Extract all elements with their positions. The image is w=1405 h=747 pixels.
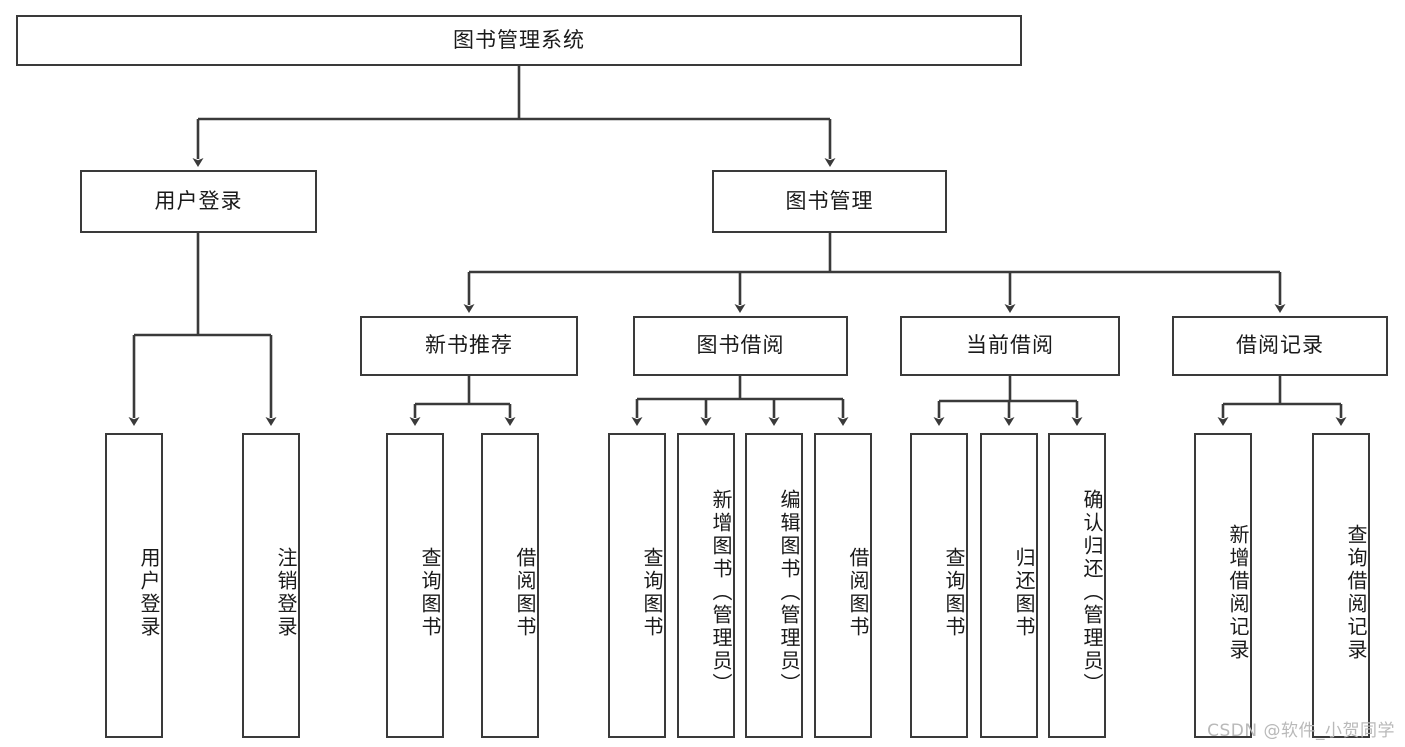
leaf-add-record[interactable]: 新增借阅记录 xyxy=(1194,433,1252,738)
leaf-query-record-label: 查询借阅记录 xyxy=(1344,523,1368,662)
node-user-login[interactable]: 用户登录 xyxy=(80,170,317,233)
leaf-query-book-3[interactable]: 查询图书 xyxy=(910,433,968,738)
node-current-borrow[interactable]: 当前借阅 xyxy=(900,316,1120,376)
leaf-confirm-return-label: 确认归还（管理员） xyxy=(1080,489,1104,696)
leaf-edit-book[interactable]: 编辑图书（管理员） xyxy=(745,433,803,738)
leaf-query-book-2-label: 查询图书 xyxy=(640,546,664,639)
node-book-manage-label: 图书管理 xyxy=(785,188,874,213)
leaf-add-book-label: 新增图书（管理员） xyxy=(709,489,733,696)
leaf-query-book-1-label: 查询图书 xyxy=(418,546,442,639)
node-user-login-label: 用户登录 xyxy=(154,188,243,213)
node-book-borrow-label: 图书借阅 xyxy=(696,333,785,358)
node-new-book-recommend-label: 新书推荐 xyxy=(425,333,513,358)
leaf-borrow-book-1-label: 借阅图书 xyxy=(513,546,537,639)
leaf-borrow-book-2[interactable]: 借阅图书 xyxy=(814,433,872,738)
leaf-edit-book-label: 编辑图书（管理员） xyxy=(777,489,801,696)
leaf-borrow-book-1[interactable]: 借阅图书 xyxy=(481,433,539,738)
leaf-return-book[interactable]: 归还图书 xyxy=(980,433,1038,738)
leaf-user-login-label: 用户登录 xyxy=(137,546,161,639)
leaf-query-book-2[interactable]: 查询图书 xyxy=(608,433,666,738)
node-borrow-record-label: 借阅记录 xyxy=(1236,333,1324,358)
node-current-borrow-label: 当前借阅 xyxy=(966,333,1054,358)
leaf-add-record-label: 新增借阅记录 xyxy=(1226,523,1250,662)
node-book-borrow[interactable]: 图书借阅 xyxy=(633,316,848,376)
leaf-add-book[interactable]: 新增图书（管理员） xyxy=(677,433,735,738)
node-new-book-recommend[interactable]: 新书推荐 xyxy=(360,316,578,376)
csdn-watermark: CSDN @软件_小贺同学 xyxy=(1207,721,1395,741)
node-root[interactable]: 图书管理系统 xyxy=(16,15,1022,66)
node-book-manage[interactable]: 图书管理 xyxy=(712,170,947,233)
leaf-query-book-3-label: 查询图书 xyxy=(942,546,966,639)
node-root-label: 图书管理系统 xyxy=(453,27,585,52)
leaf-query-record[interactable]: 查询借阅记录 xyxy=(1312,433,1370,738)
leaf-confirm-return[interactable]: 确认归还（管理员） xyxy=(1048,433,1106,738)
node-borrow-record[interactable]: 借阅记录 xyxy=(1172,316,1388,376)
leaf-logout[interactable]: 注销登录 xyxy=(242,433,300,738)
leaf-query-book-1[interactable]: 查询图书 xyxy=(386,433,444,738)
leaf-borrow-book-2-label: 借阅图书 xyxy=(846,546,870,639)
leaf-user-login[interactable]: 用户登录 xyxy=(105,433,163,738)
leaf-logout-label: 注销登录 xyxy=(274,546,298,639)
leaf-return-book-label: 归还图书 xyxy=(1012,546,1036,639)
